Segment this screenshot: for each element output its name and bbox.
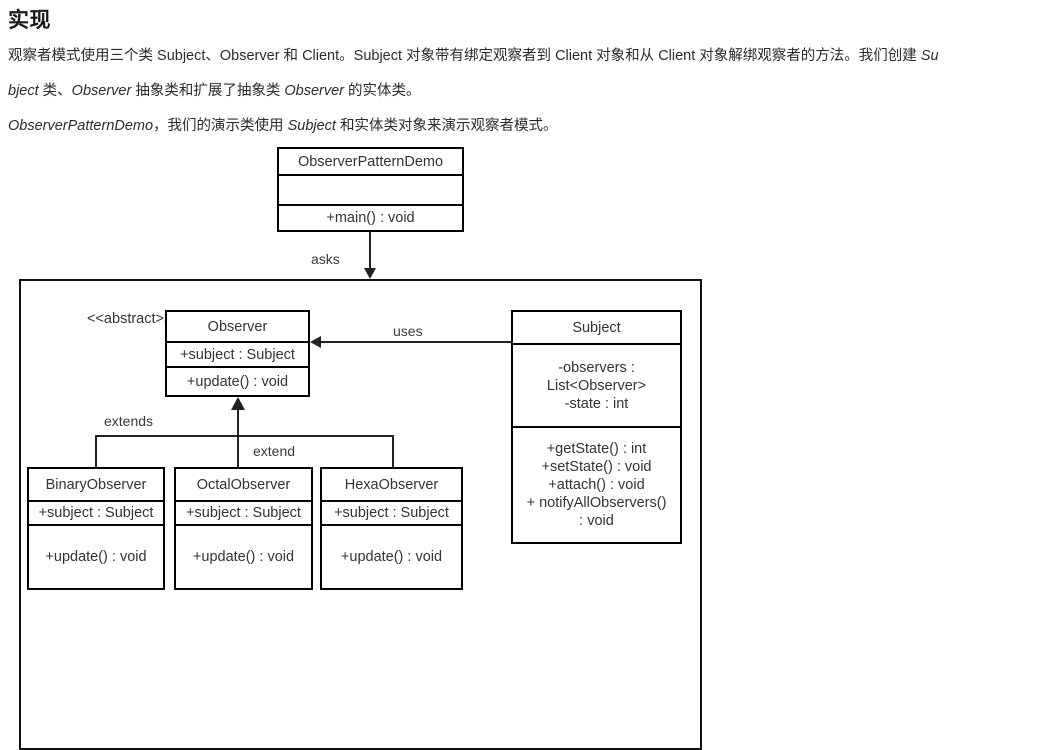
class-attributes-observer: +subject : Subject — [167, 341, 308, 366]
class-methods-observerpatterndemo: +main() : void — [279, 204, 462, 230]
paragraph-line-1: 观察者模式使用三个类 Subject、Observer 和 Client。Sub… — [8, 48, 939, 64]
connector-extends-drop-binary — [95, 435, 97, 467]
edge-label-asks: asks — [311, 251, 340, 267]
class-methods-binaryobserver: +update() : void — [29, 524, 163, 588]
connector-extends-stem — [237, 408, 239, 436]
class-attributes-hexaobserver: +subject : Subject — [322, 500, 461, 524]
class-name-observerpatterndemo: ObserverPatternDemo — [297, 153, 444, 170]
connector-extends-drop-hexa — [392, 435, 394, 467]
class-name-observer: Observer — [207, 318, 268, 335]
connector-extends-spine — [96, 435, 394, 437]
connector-uses-arrowhead — [310, 336, 321, 348]
class-methods-octalobserver: +update() : void — [176, 524, 311, 588]
article-text: 实现 观察者模式使用三个类 Subject、Observer 和 Client。… — [8, 0, 1059, 141]
class-methods-subject: +getState() : int +setState() : void +at… — [513, 426, 680, 542]
edge-label-uses: uses — [393, 323, 423, 339]
class-attributes-subject: -observers : List<Observer> -state : int — [513, 343, 680, 426]
class-box-binaryobserver[interactable]: BinaryObserver +subject : Subject +updat… — [27, 467, 165, 590]
class-name-binaryobserver: BinaryObserver — [45, 476, 147, 493]
stereotype-abstract-label: <<abstract>> — [87, 311, 173, 327]
class-name-hexaobserver: HexaObserver — [344, 476, 439, 493]
paragraph-line-2: bject 类、Observer 抽象类和扩展了抽象类 Observer 的实体… — [8, 83, 421, 99]
class-methods-hexaobserver: +update() : void — [322, 524, 461, 588]
connector-asks-line — [369, 232, 371, 271]
class-name-subject: Subject — [572, 319, 621, 336]
connector-extends-drop-octal — [237, 435, 239, 467]
connector-extends-arrowhead — [231, 397, 245, 410]
uml-class-diagram: ObserverPatternDemo +main() : void asks … — [0, 140, 1059, 750]
class-box-octalobserver[interactable]: OctalObserver +subject : Subject +update… — [174, 467, 313, 590]
page-title: 实现 — [8, 9, 51, 32]
class-methods-observer: +update() : void — [167, 366, 308, 395]
paragraph-line-3: ObserverPatternDemo，我们的演示类使用 Subject 和实体… — [8, 118, 558, 134]
class-attributes-octalobserver: +subject : Subject — [176, 500, 311, 524]
connector-uses-line — [318, 341, 513, 343]
connector-asks-arrowhead — [364, 268, 376, 279]
edge-label-extend: extend — [253, 443, 296, 459]
class-name-octalobserver: OctalObserver — [196, 476, 291, 493]
class-attributes-observerpatterndemo — [279, 174, 462, 204]
class-box-observer[interactable]: Observer +subject : Subject +update() : … — [165, 310, 310, 397]
class-box-hexaobserver[interactable]: HexaObserver +subject : Subject +update(… — [320, 467, 463, 590]
class-box-observerpatterndemo[interactable]: ObserverPatternDemo +main() : void — [277, 147, 464, 232]
class-attributes-binaryobserver: +subject : Subject — [29, 500, 163, 524]
edge-label-extends: extends — [104, 413, 154, 429]
class-box-subject[interactable]: Subject -observers : List<Observer> -sta… — [511, 310, 682, 544]
